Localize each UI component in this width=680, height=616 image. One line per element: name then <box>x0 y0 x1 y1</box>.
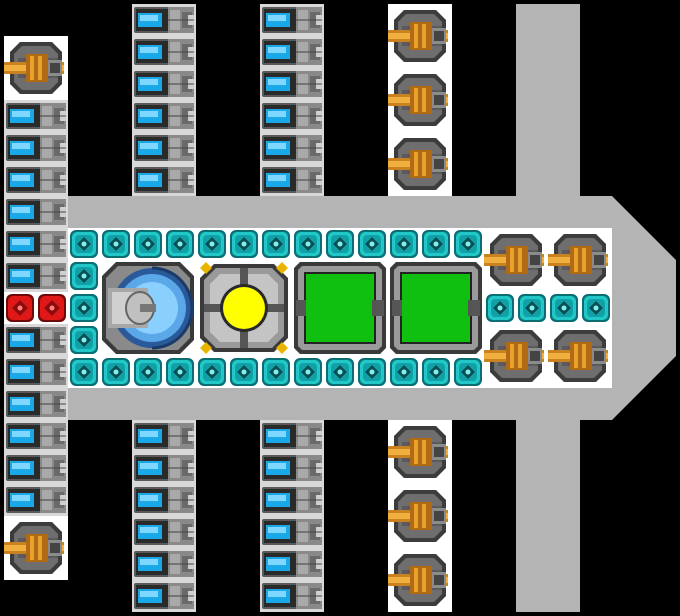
thruster-module[interactable] <box>4 324 68 356</box>
thruster-module[interactable] <box>4 260 68 292</box>
turret-module[interactable] <box>388 132 452 196</box>
thruster-module[interactable] <box>260 4 324 36</box>
conduit-tile[interactable] <box>324 356 356 388</box>
thruster-module[interactable] <box>4 196 68 228</box>
thruster-module[interactable] <box>260 452 324 484</box>
thruster-module[interactable] <box>4 100 68 132</box>
turret-module[interactable] <box>484 324 548 388</box>
thruster-module[interactable] <box>4 164 68 196</box>
conduit-tile[interactable] <box>260 356 292 388</box>
thruster-module[interactable] <box>4 132 68 164</box>
turret-module[interactable] <box>388 420 452 484</box>
turret-module[interactable] <box>388 4 452 68</box>
thruster-module[interactable] <box>132 580 196 612</box>
conduit-tile[interactable] <box>452 228 484 260</box>
turret-module[interactable] <box>388 68 452 132</box>
conduit-tile[interactable] <box>196 356 228 388</box>
conduit-tile[interactable] <box>292 356 324 388</box>
conduit-tile[interactable] <box>68 292 100 324</box>
conduit-tile[interactable] <box>68 260 100 292</box>
conduit-tile[interactable] <box>388 228 420 260</box>
conduit-tile[interactable] <box>228 228 260 260</box>
conduit-tile[interactable] <box>324 228 356 260</box>
cargo-bay[interactable] <box>388 260 484 356</box>
thruster-module[interactable] <box>4 228 68 260</box>
thruster-module[interactable] <box>132 4 196 36</box>
thruster-module[interactable] <box>260 420 324 452</box>
turret-module[interactable] <box>548 324 612 388</box>
conduit-tile[interactable] <box>68 356 100 388</box>
turret-module[interactable] <box>388 548 452 612</box>
conduit-tile[interactable] <box>484 292 516 324</box>
thruster-module[interactable] <box>260 580 324 612</box>
conduit-tile[interactable] <box>452 356 484 388</box>
cargo-bay[interactable] <box>292 260 388 356</box>
turret-module[interactable] <box>548 228 612 292</box>
shield-generator[interactable] <box>100 260 196 356</box>
conduit-tile[interactable] <box>196 228 228 260</box>
conduit-tile[interactable] <box>228 356 260 388</box>
conduit-tile[interactable] <box>548 292 580 324</box>
thruster-module[interactable] <box>4 420 68 452</box>
conduit-tile[interactable] <box>260 228 292 260</box>
conduit-tile[interactable] <box>68 228 100 260</box>
turret-module[interactable] <box>388 484 452 548</box>
conduit-tile[interactable] <box>132 356 164 388</box>
conduit-tile[interactable] <box>388 356 420 388</box>
thruster-module[interactable] <box>260 548 324 580</box>
thruster-module[interactable] <box>260 100 324 132</box>
thruster-module[interactable] <box>132 100 196 132</box>
conduit-tile[interactable] <box>132 228 164 260</box>
thruster-module[interactable] <box>4 484 68 516</box>
conduit-tile[interactable] <box>100 228 132 260</box>
thruster-module[interactable] <box>4 356 68 388</box>
conduit-tile[interactable] <box>292 228 324 260</box>
turret-module[interactable] <box>484 228 548 292</box>
conduit-tile[interactable] <box>100 356 132 388</box>
conduit-tile[interactable] <box>420 356 452 388</box>
conduit-tile[interactable] <box>356 228 388 260</box>
thruster-module[interactable] <box>260 484 324 516</box>
turret-module[interactable] <box>4 36 68 100</box>
thruster-module[interactable] <box>132 452 196 484</box>
thruster-module[interactable] <box>4 452 68 484</box>
thruster-module[interactable] <box>260 36 324 68</box>
turret-module[interactable] <box>4 516 68 580</box>
thruster-module[interactable] <box>260 516 324 548</box>
thruster-module[interactable] <box>4 388 68 420</box>
conduit-tile[interactable] <box>420 228 452 260</box>
power-node[interactable] <box>36 292 68 324</box>
power-node[interactable] <box>4 292 36 324</box>
conduit-tile[interactable] <box>356 356 388 388</box>
conduit-tile[interactable] <box>516 292 548 324</box>
conduit-tile[interactable] <box>580 292 612 324</box>
thruster-module[interactable] <box>132 164 196 196</box>
thruster-module[interactable] <box>260 68 324 100</box>
thruster-module[interactable] <box>132 68 196 100</box>
thruster-module[interactable] <box>132 132 196 164</box>
thruster-module[interactable] <box>132 420 196 452</box>
thruster-module[interactable] <box>260 132 324 164</box>
thruster-module[interactable] <box>132 548 196 580</box>
thruster-module[interactable] <box>132 36 196 68</box>
thruster-module[interactable] <box>260 164 324 196</box>
thruster-module[interactable] <box>132 516 196 548</box>
conduit-tile[interactable] <box>164 356 196 388</box>
conduit-tile[interactable] <box>164 228 196 260</box>
reactor-core[interactable] <box>196 260 292 356</box>
conduit-tile[interactable] <box>68 324 100 356</box>
thruster-module[interactable] <box>132 484 196 516</box>
